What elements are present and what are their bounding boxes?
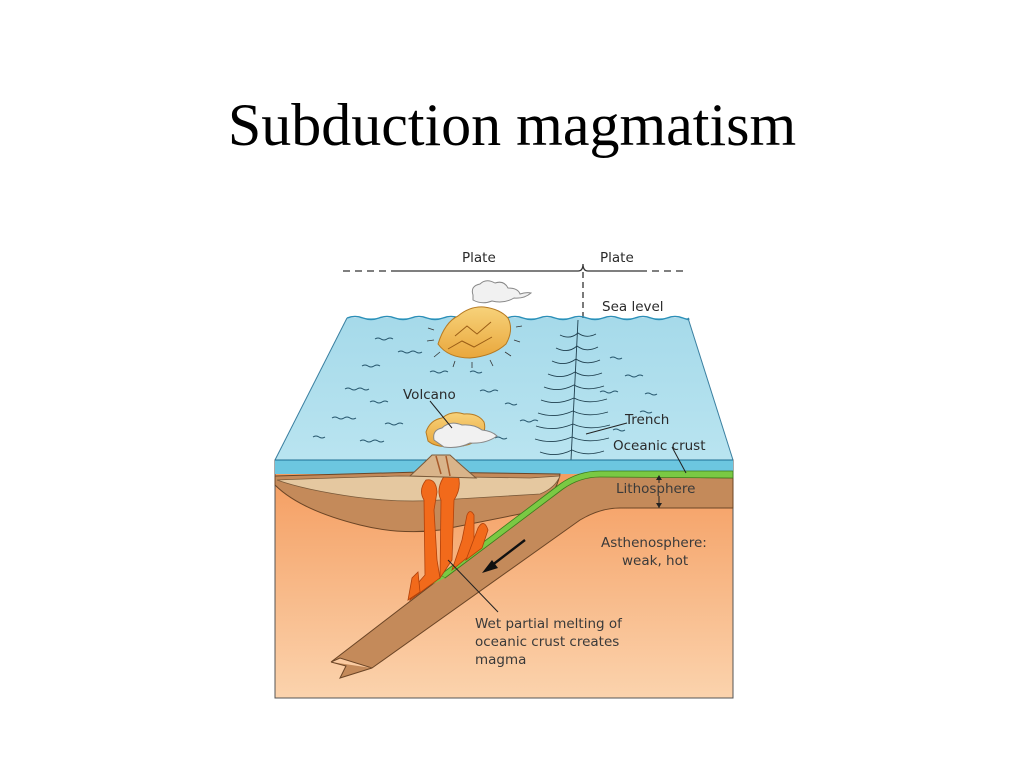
leader-lines — [429, 400, 687, 613]
ocean-front-face — [275, 460, 733, 474]
subduction-arrow — [482, 539, 526, 573]
volcano — [408, 412, 498, 479]
plate-label-left: Plate — [462, 250, 496, 266]
slide-title: Subduction magmatism — [227, 92, 797, 158]
plate-boundary-markers — [343, 263, 688, 318]
magma-plumes — [407, 470, 489, 602]
surface-island-volcano — [426, 280, 533, 368]
lithosphere-label: Lithosphere — [616, 481, 695, 497]
continental-crust — [276, 475, 561, 502]
volcano-label: Volcano — [403, 387, 456, 403]
oceanic-crust-label: Oceanic crust — [613, 438, 706, 454]
trench-surface-pattern — [534, 319, 611, 461]
sea-level-wave — [346, 315, 690, 321]
melting-label-line1: Wet partial melting of — [475, 616, 623, 632]
melting-label-line2: oceanic crust creates — [475, 634, 619, 650]
wave-marks — [312, 337, 658, 443]
melting-label-line3: magma — [475, 652, 526, 668]
asthenosphere-label-line1: Asthenosphere: — [601, 535, 707, 551]
trench-label: Trench — [624, 412, 669, 428]
sea-level-label: Sea level — [602, 299, 664, 315]
ocean-surface — [275, 318, 733, 460]
asthenosphere-label-line2: weak, hot — [622, 553, 688, 569]
plate-label-right: Plate — [600, 250, 634, 266]
